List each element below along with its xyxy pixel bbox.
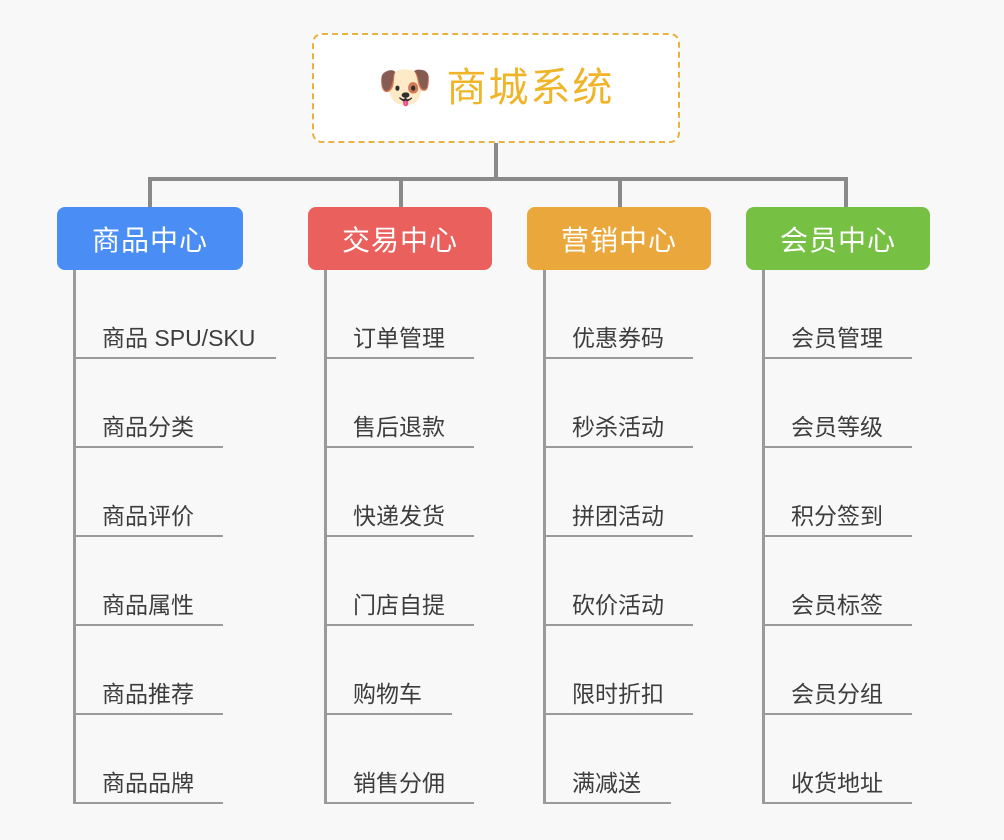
connector-drop-member [844, 177, 848, 209]
leaf-item-label: 会员等级 [791, 414, 883, 440]
leaf-item[interactable]: 商品推荐 [73, 626, 255, 715]
leaf-item[interactable]: 售后退款 [324, 359, 474, 448]
leaf-list: 订单管理售后退款快递发货门店自提购物车销售分佣 [324, 270, 474, 804]
leaf-item-label: 售后退款 [353, 414, 445, 440]
leaf-item[interactable]: 收货地址 [762, 715, 912, 804]
leaf-item[interactable]: 订单管理 [324, 270, 474, 359]
leaf-item-label: 会员标签 [791, 592, 883, 618]
column-trunk-line [543, 270, 546, 804]
leaf-item-label: 门店自提 [353, 592, 445, 618]
leaf-item-underline [73, 802, 223, 804]
category-box-product-center[interactable]: 商品中心 [57, 207, 243, 270]
leaf-item[interactable]: 会员等级 [762, 359, 912, 448]
column-trunk-line [324, 270, 327, 804]
leaf-item-label: 满减送 [572, 770, 641, 796]
leaf-item-label: 砍价活动 [572, 592, 664, 618]
leaf-item-label: 快递发货 [353, 503, 445, 529]
leaf-item-label: 会员管理 [791, 325, 883, 351]
leaf-item[interactable]: 拼团活动 [543, 448, 693, 537]
leaf-item[interactable]: 会员分组 [762, 626, 912, 715]
leaf-item-underline [324, 802, 474, 804]
leaf-item[interactable]: 砍价活动 [543, 537, 693, 626]
leaf-list: 优惠券码秒杀活动拼团活动砍价活动限时折扣满减送 [543, 270, 693, 804]
column-trunk-line [762, 270, 765, 804]
leaf-item-label: 拼团活动 [572, 503, 664, 529]
category-box-trade-center[interactable]: 交易中心 [308, 207, 492, 270]
connector-horizontal-bus [148, 177, 848, 181]
leaf-item[interactable]: 销售分佣 [324, 715, 474, 804]
leaf-item-label: 订单管理 [353, 325, 445, 351]
root-node-mall-system[interactable]: 🐶 商城系统 [312, 33, 680, 143]
category-box-member-center[interactable]: 会员中心 [746, 207, 930, 270]
leaf-item-underline [73, 713, 223, 715]
leaf-item-underline [324, 535, 474, 537]
leaf-item-label: 商品 SPU/SKU [102, 325, 256, 351]
leaf-item-underline [324, 446, 474, 448]
leaf-item[interactable]: 秒杀活动 [543, 359, 693, 448]
leaf-item-label: 商品属性 [102, 592, 194, 618]
leaf-item-underline [762, 624, 912, 626]
category-title: 营销中心 [560, 224, 677, 256]
leaf-item[interactable]: 限时折扣 [543, 626, 693, 715]
leaf-item-label: 购物车 [353, 681, 422, 707]
leaf-item[interactable]: 商品品牌 [73, 715, 255, 804]
leaf-item[interactable]: 商品评价 [73, 448, 255, 537]
leaf-item-underline [762, 713, 912, 715]
leaf-item-underline [543, 446, 693, 448]
leaf-item-label: 收货地址 [791, 770, 883, 796]
leaf-item-label: 商品评价 [102, 503, 194, 529]
leaf-list: 会员管理会员等级积分签到会员标签会员分组收货地址 [762, 270, 912, 804]
category-title: 商品中心 [91, 224, 208, 256]
leaf-item-label: 商品推荐 [102, 681, 194, 707]
leaf-item[interactable]: 商品属性 [73, 537, 255, 626]
leaf-item[interactable]: 优惠券码 [543, 270, 693, 359]
leaf-item-label: 积分签到 [791, 503, 883, 529]
leaf-item-underline [762, 357, 912, 359]
leaf-item-label: 商品分类 [102, 414, 194, 440]
leaf-item-underline [324, 713, 452, 715]
leaf-item-underline [543, 713, 693, 715]
leaf-item[interactable]: 会员管理 [762, 270, 912, 359]
leaf-item-underline [762, 446, 912, 448]
leaf-item-label: 商品品牌 [102, 770, 194, 796]
leaf-item[interactable]: 门店自提 [324, 537, 474, 626]
leaf-item-label: 限时折扣 [572, 681, 664, 707]
leaf-item-underline [73, 446, 223, 448]
leaf-item-underline [73, 535, 223, 537]
leaf-item-underline [543, 624, 693, 626]
leaf-item-underline [543, 357, 693, 359]
leaf-item[interactable]: 积分签到 [762, 448, 912, 537]
leaf-item-label: 销售分佣 [353, 770, 445, 796]
root-node-title: 商城系统 [446, 66, 615, 110]
connector-drop-marketing [618, 177, 622, 209]
leaf-item-underline [543, 535, 693, 537]
column-trunk-line [73, 270, 76, 804]
leaf-item-label: 秒杀活动 [572, 414, 664, 440]
leaf-item-underline [73, 624, 223, 626]
connector-drop-trade [399, 177, 403, 209]
category-title: 会员中心 [779, 224, 896, 256]
leaf-item[interactable]: 商品分类 [73, 359, 255, 448]
leaf-item-underline [73, 357, 276, 359]
connector-drop-product [148, 177, 152, 209]
leaf-item-underline [762, 535, 912, 537]
leaf-item-underline [324, 357, 474, 359]
leaf-item-underline [762, 802, 912, 804]
leaf-item[interactable]: 满减送 [543, 715, 671, 804]
leaf-item-label: 会员分组 [791, 681, 883, 707]
leaf-item[interactable]: 商品 SPU/SKU [73, 270, 276, 359]
dog-face-icon: 🐶 [377, 63, 433, 112]
leaf-list: 商品 SPU/SKU 商品分类商品评价商品属性商品推荐商品品牌 [73, 270, 276, 804]
leaf-item[interactable]: 快递发货 [324, 448, 474, 537]
leaf-item-label: 优惠券码 [572, 325, 664, 351]
connector-root-stem [494, 143, 498, 179]
leaf-item[interactable]: 购物车 [324, 626, 452, 715]
leaf-item[interactable]: 会员标签 [762, 537, 912, 626]
leaf-item-underline [543, 802, 671, 804]
category-title: 交易中心 [341, 224, 458, 256]
category-box-marketing-center[interactable]: 营销中心 [527, 207, 711, 270]
leaf-item-underline [324, 624, 474, 626]
